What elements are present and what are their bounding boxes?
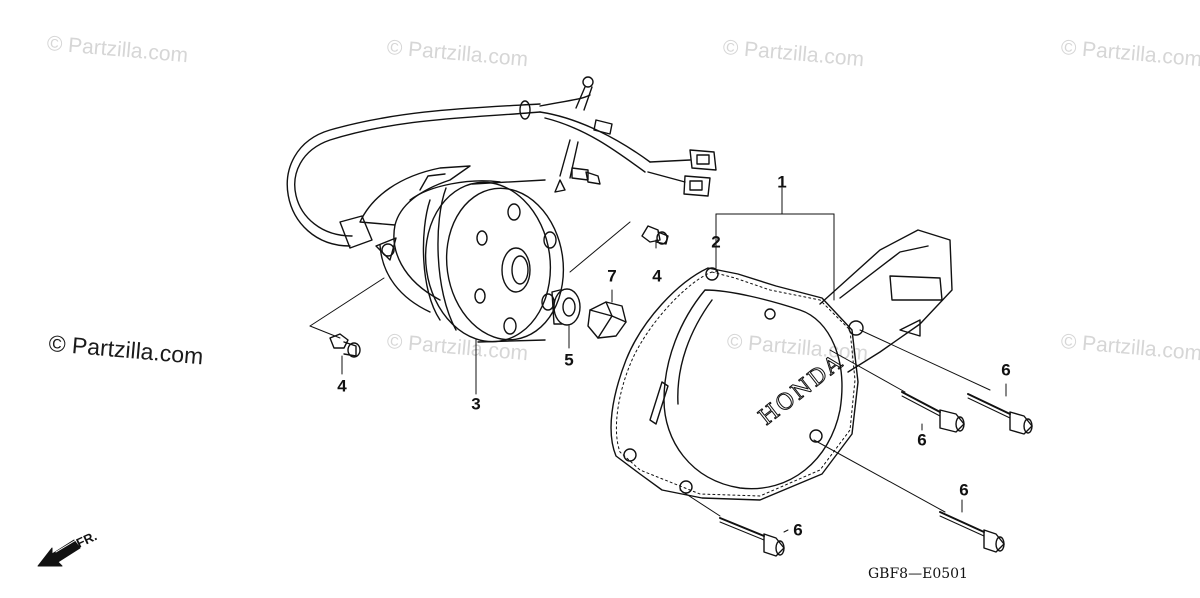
long-bolt-4 — [939, 511, 1005, 553]
long-bolt-1 — [901, 391, 965, 433]
flywheel-rotor — [422, 179, 565, 343]
callout-6-d: 6 — [793, 520, 803, 540]
callout-5: 5 — [564, 350, 574, 370]
callout-3: 3 — [471, 394, 481, 414]
flange-nut — [587, 301, 627, 339]
leader-lines — [309, 187, 1007, 533]
bolt-lower — [329, 333, 361, 358]
callout-4-lower: 4 — [337, 376, 347, 396]
cover-brand-text: HONDA — [754, 349, 848, 430]
long-bolt-3 — [719, 517, 785, 557]
callout-7: 7 — [607, 266, 617, 286]
callout-6-a: 6 — [1001, 360, 1011, 380]
long-bolt-2 — [967, 393, 1033, 435]
diagram-code: GBF8—E0501 — [868, 566, 968, 582]
wire-harness — [286, 76, 717, 249]
bolt-upper — [641, 225, 669, 245]
callout-6-c: 6 — [959, 480, 969, 500]
stator-assembly — [359, 165, 501, 313]
callout-2: 2 — [711, 232, 721, 252]
callout-4-upper: 4 — [652, 266, 662, 286]
left-crankcase-cover: HONDA — [610, 229, 953, 501]
washer — [551, 288, 581, 326]
front-arrow-icon — [37, 539, 81, 567]
callout-6-b: 6 — [917, 430, 927, 450]
callout-1: 1 — [777, 172, 787, 192]
